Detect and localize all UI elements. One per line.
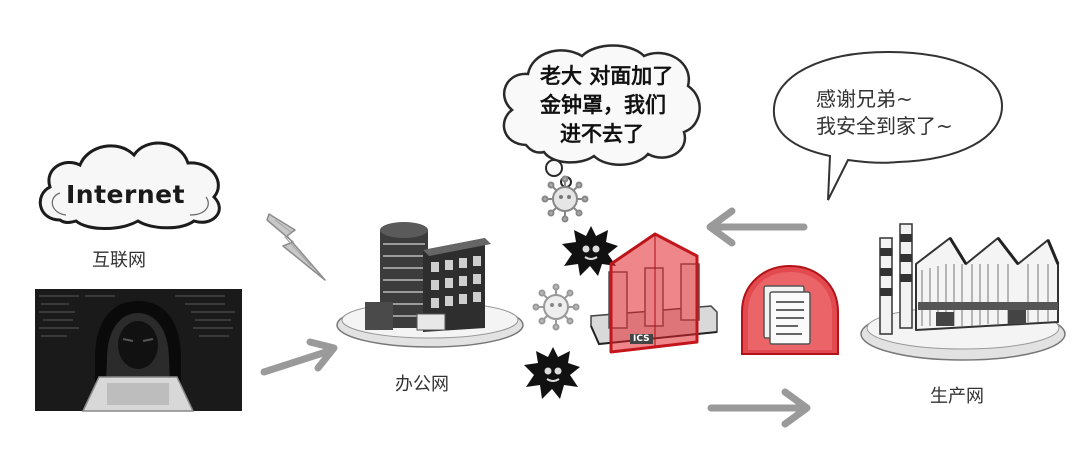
production-bubble-text: 感谢兄弟~ 我安全到家了~ [816, 86, 953, 140]
office-caption: 办公网 [395, 374, 449, 395]
lightning-bolt-icon [266, 213, 326, 281]
virus-icon [541, 175, 589, 223]
virus-icon [532, 283, 580, 331]
production-speech-bubble [772, 50, 1004, 201]
office-building [336, 222, 524, 348]
production-caption: 生产网 [930, 386, 984, 407]
factory-building [860, 223, 1066, 361]
internet-caption: 互联网 [92, 250, 146, 271]
production-bubble-line-1: 感谢兄弟~ [816, 87, 913, 111]
ics-label: ICS [630, 334, 653, 344]
internet-cloud-label: Internet [66, 180, 186, 209]
arrow-office-to-production [707, 388, 811, 428]
hacker-image [35, 289, 242, 412]
production-bubble-line-2: 我安全到家了~ [816, 114, 953, 138]
virus-icon [524, 347, 580, 399]
internet-cloud [38, 141, 221, 230]
attacker-speech-bubble [502, 44, 701, 188]
attacker-bubble-line-1: 老大 对面加了 [540, 64, 674, 88]
arrow-production-to-gateway [706, 207, 808, 247]
ics-gateway [590, 232, 718, 354]
attacker-bubble-line-2: 金钟罩，我们 [540, 93, 666, 117]
document-dome-icon [741, 264, 839, 355]
arrow-attack-to-office [260, 338, 338, 376]
attacker-bubble-line-3: 进不去了 [560, 122, 644, 146]
virus-icon [562, 226, 618, 276]
attacker-bubble-text: 老大 对面加了 金钟罩，我们 进不去了 [540, 62, 674, 149]
